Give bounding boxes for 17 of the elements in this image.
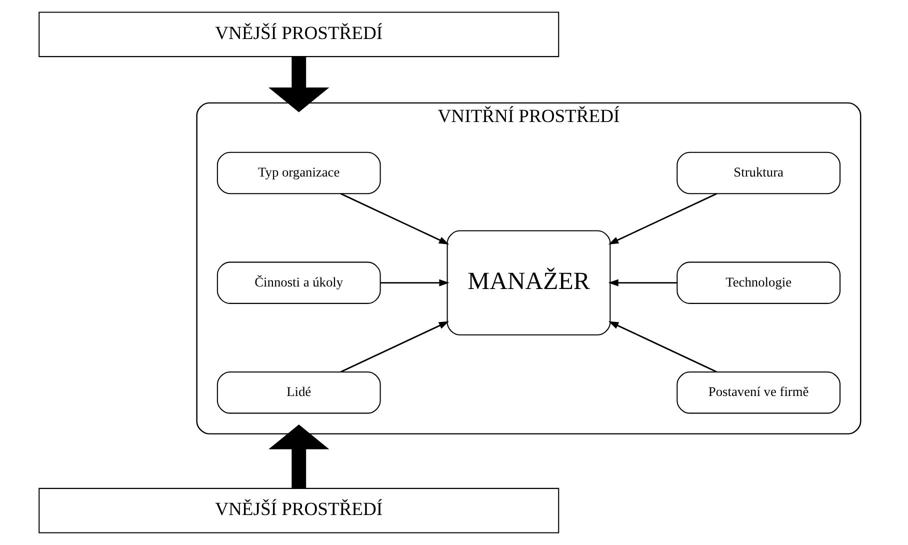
- arrow: [380, 279, 450, 286]
- node-box: VNĚJŠÍ PROSTŘEDÍ: [38, 488, 560, 534]
- node-box: Struktura: [676, 152, 841, 194]
- arrow: [608, 193, 717, 244]
- arrow: [340, 193, 450, 244]
- arrow: [340, 321, 450, 372]
- arrow: [268, 424, 330, 488]
- node-box: Typ organizace: [216, 152, 381, 194]
- node-box: Lidé: [216, 371, 381, 414]
- node-box: Postavení ve firmě: [676, 371, 841, 414]
- node-box: Činnosti a úkoly: [216, 262, 381, 304]
- arrow: [608, 279, 677, 286]
- arrow: [268, 56, 330, 112]
- arrow: [608, 321, 717, 372]
- node-box: Technologie: [676, 262, 841, 304]
- node-box: VNĚJŠÍ PROSTŘEDÍ: [38, 12, 560, 58]
- node-box: MANAŽER: [446, 230, 611, 336]
